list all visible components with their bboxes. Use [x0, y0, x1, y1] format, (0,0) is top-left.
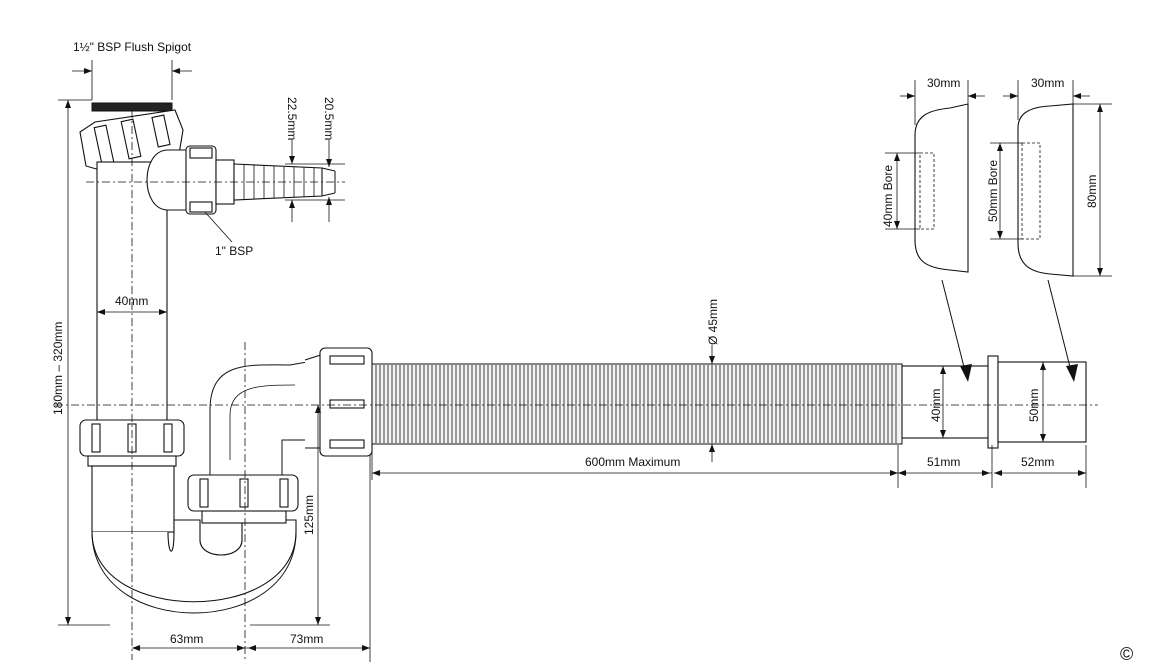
trap-inlet-body	[91, 465, 175, 533]
label-30mm-right: 30mm	[1031, 76, 1064, 90]
label-pipe-40mm: 40mm	[115, 294, 148, 308]
label-73mm: 73mm	[290, 632, 323, 646]
label-outlet-50mm: 50mm	[1027, 389, 1041, 422]
label-52mm: 52mm	[1021, 455, 1054, 469]
flexible-hose	[371, 363, 903, 445]
label-125mm: 125mm	[302, 495, 316, 535]
washing-machine-branch	[146, 145, 336, 215]
label-40mm-bore: 40mm Bore	[881, 165, 895, 227]
label-80mm: 80mm	[1085, 175, 1099, 208]
dimension-lines	[58, 60, 1112, 662]
label-600mm-maximum: 600mm Maximum	[585, 455, 680, 469]
flush-spigot-cap	[91, 102, 173, 112]
label-flush-spigot: 1½" BSP Flush Spigot	[73, 40, 192, 54]
label-1in-bsp: 1" BSP	[215, 244, 253, 258]
label-outlet-40mm: 40mm	[929, 389, 943, 422]
outlet-flange	[987, 355, 999, 449]
adapter-40mm	[914, 103, 969, 273]
label-dia-45mm: Ø 45mm	[706, 299, 720, 345]
label-20-5mm: 20.5mm	[322, 97, 336, 140]
copyright-mark: ©	[1120, 644, 1133, 664]
centerlines	[55, 110, 1098, 660]
label-22-5mm: 22.5mm	[285, 97, 299, 140]
dimension-labels: 1½" BSP Flush Spigot 1" BSP 22.5mm 20.5m…	[51, 40, 1133, 664]
branch-elbow	[146, 149, 189, 211]
flexible-hose-assembly	[304, 347, 1087, 457]
hose-end-sleeve	[901, 365, 993, 439]
trap-u-bend	[91, 519, 297, 603]
adapter-50mm	[1017, 103, 1074, 277]
label-height-range: 180mm – 320mm	[51, 322, 65, 415]
label-51mm: 51mm	[927, 455, 960, 469]
label-50mm-bore: 50mm Bore	[986, 160, 1000, 222]
label-63mm: 63mm	[170, 632, 203, 646]
label-30mm-left: 30mm	[927, 76, 960, 90]
